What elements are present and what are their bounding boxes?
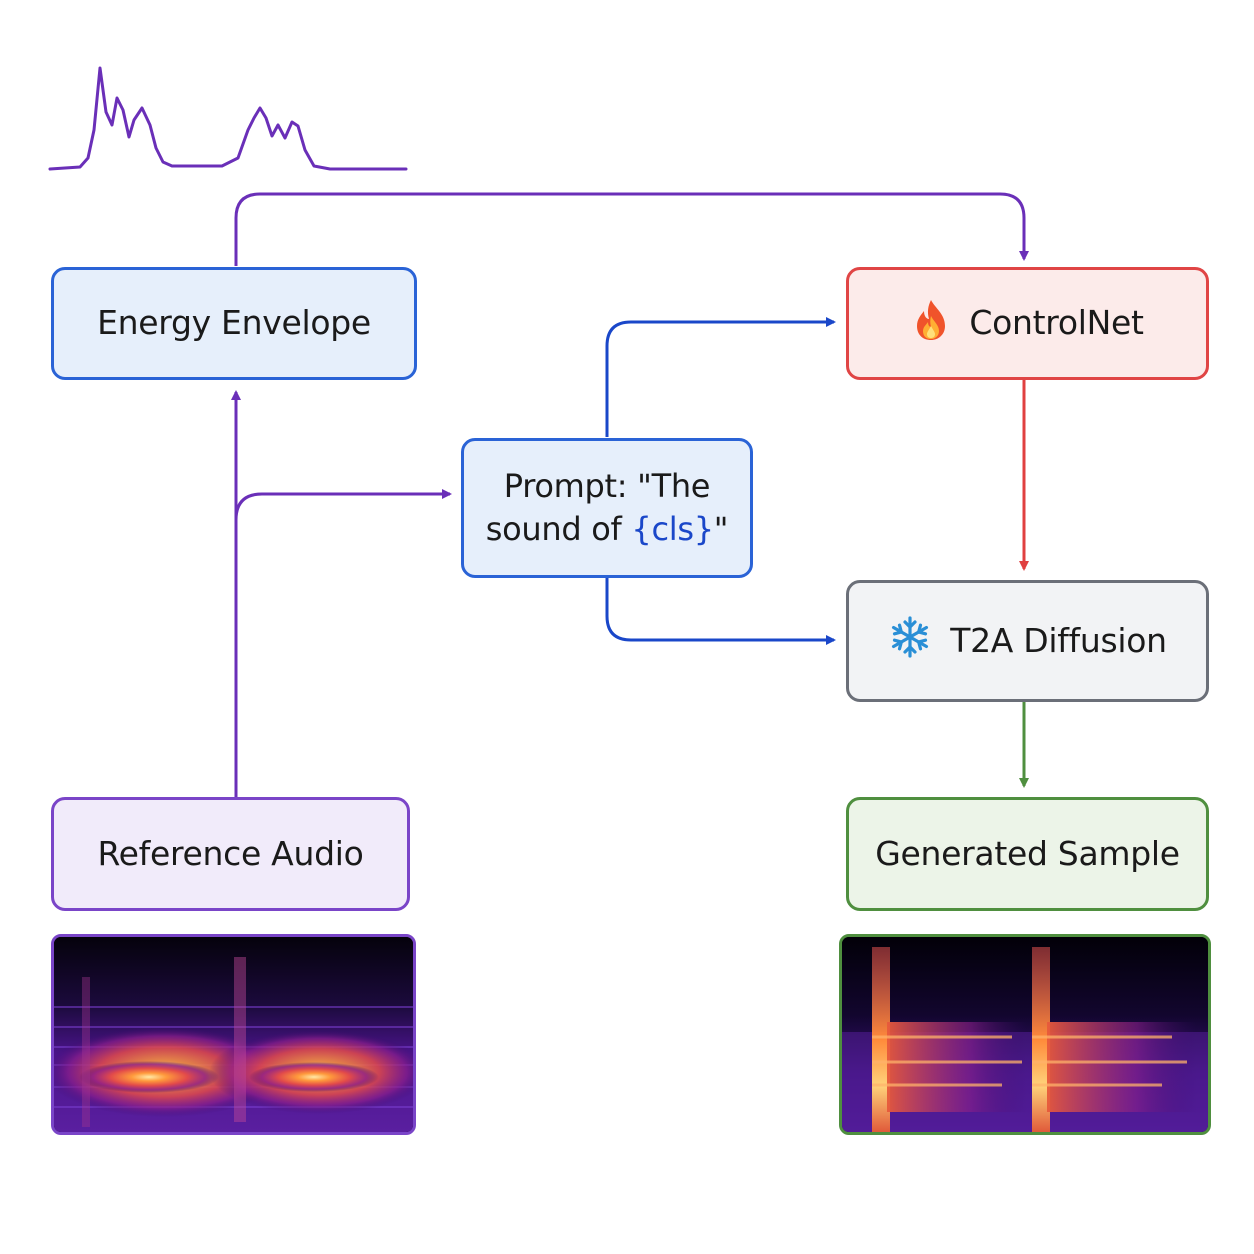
snowflake-icon [888, 615, 932, 667]
reference-spectrogram [51, 934, 416, 1135]
controlnet-node: ControlNet [846, 267, 1209, 380]
prompt-line-2-suffix: " [713, 510, 729, 548]
prompt-line-1: Prompt: "The [503, 466, 711, 505]
generated-spectrogram [839, 934, 1211, 1135]
generated-sample-label: Generated Sample [875, 833, 1180, 873]
energy-envelope-node: Energy Envelope [51, 267, 417, 380]
prompt-text: Prompt: "The sound of {cls}" [485, 465, 729, 551]
reference-audio-node: Reference Audio [51, 797, 410, 911]
prompt-node: Prompt: "The sound of {cls}" [461, 438, 753, 578]
arrow-audio-to-prompt [234, 489, 452, 521]
fire-icon [911, 298, 951, 350]
energy-envelope-label: Energy Envelope [97, 303, 371, 343]
arrow-prompt-to-controlnet [605, 317, 836, 437]
controlnet-label: ControlNet [969, 303, 1144, 343]
t2a-diffusion-label: T2A Diffusion [950, 620, 1167, 660]
t2a-diffusion-node: T2A Diffusion [846, 580, 1209, 702]
generated-sample-node: Generated Sample [846, 797, 1209, 911]
prompt-line-2-prefix: sound of [485, 510, 632, 548]
energy-envelope-waveform [48, 66, 408, 171]
arrow-prompt-to-t2a [605, 578, 836, 645]
arrow-envelope-to-controlnet [234, 192, 1029, 266]
prompt-class-token: {cls} [631, 510, 714, 548]
reference-audio-label: Reference Audio [97, 833, 364, 873]
